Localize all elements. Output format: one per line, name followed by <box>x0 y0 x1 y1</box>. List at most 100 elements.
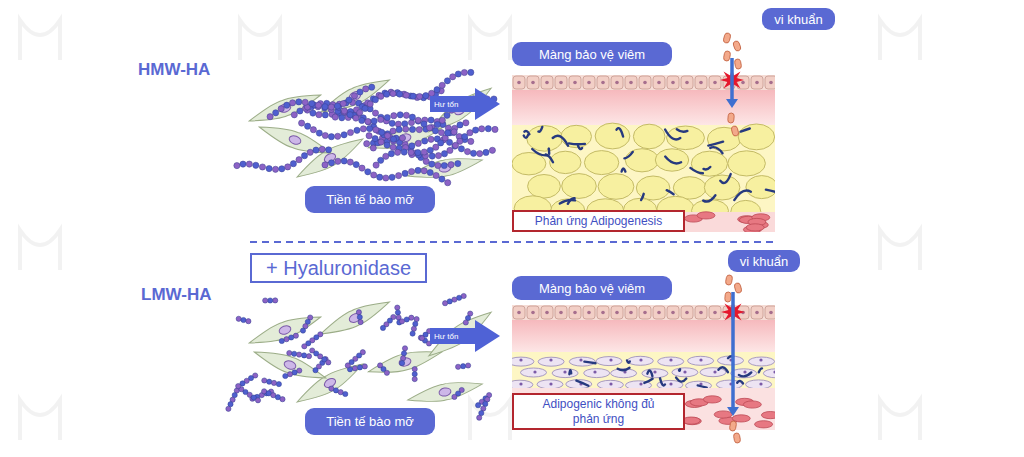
tissue-bottom <box>512 305 775 430</box>
ha-bead <box>326 360 331 365</box>
flat-cell-nucleus <box>593 370 596 373</box>
ha-bead <box>434 121 440 127</box>
ecm-fiber <box>766 190 775 194</box>
ha-bead <box>353 115 359 121</box>
bacterium <box>733 433 741 444</box>
ha-bead <box>263 298 268 303</box>
ha-bead <box>411 326 416 331</box>
hmw-fibers <box>234 69 498 185</box>
epithelial-nucleus <box>643 81 647 85</box>
ha-bead <box>412 372 417 377</box>
fat-cell <box>633 124 665 149</box>
ha-bead <box>241 317 246 322</box>
red-cell <box>761 412 775 419</box>
result-box: Adipogenic không đủ phản ứng <box>512 393 685 430</box>
ha-bead <box>390 136 396 142</box>
ha-bead <box>371 172 377 178</box>
flat-cell <box>597 380 623 389</box>
epithelial-cell <box>681 76 693 89</box>
ecm-fiber <box>644 379 652 383</box>
ha-bead <box>366 133 372 139</box>
ha-bead <box>408 120 414 126</box>
ha-bead <box>253 162 259 168</box>
ha-bead <box>433 144 439 150</box>
ha-bead <box>359 117 365 123</box>
ha-bead <box>341 158 347 164</box>
ha-bead <box>401 149 407 155</box>
flat-cell-nucleus <box>579 358 582 361</box>
flat-cell-nucleus <box>519 358 522 361</box>
ha-bead <box>362 364 367 369</box>
ha-bead <box>432 128 438 134</box>
ha-bead <box>450 74 456 80</box>
fat-cell <box>636 176 670 200</box>
ha-bead <box>300 328 305 333</box>
ha-bead <box>266 166 272 172</box>
ha-bead <box>333 388 338 393</box>
fat-cell <box>746 176 775 199</box>
precursor-cell <box>257 119 334 160</box>
ha-bead <box>347 112 353 118</box>
ecm-fiber <box>618 368 630 371</box>
ha-bead <box>412 367 417 372</box>
epithelial-cell <box>611 76 623 89</box>
ha-bead <box>390 144 396 150</box>
epithelial-nucleus <box>531 81 535 85</box>
ha-bead <box>356 310 361 315</box>
flat-cell <box>763 369 775 378</box>
ha-bead <box>455 71 461 77</box>
epithelial-nucleus <box>741 81 745 85</box>
ha-bead <box>391 113 397 119</box>
ha-bead <box>492 126 498 132</box>
ha-bead <box>395 305 400 310</box>
flat-cell-nucleus <box>549 382 552 385</box>
epithelial-cell <box>667 76 679 89</box>
ha-bead <box>372 97 378 103</box>
ecm-fiber <box>734 190 751 200</box>
precursor-cell <box>317 73 393 120</box>
ha-bead <box>236 384 241 389</box>
ha-bead <box>326 147 332 153</box>
watermark <box>20 20 920 440</box>
ha-bead <box>455 161 461 167</box>
epithelial-nucleus <box>559 311 563 315</box>
ha-bead <box>434 87 440 93</box>
bacterium <box>729 421 737 432</box>
epithelial-nucleus <box>587 81 591 85</box>
arrow-head <box>726 99 738 108</box>
ha-bead <box>445 130 451 136</box>
fat-cell <box>691 151 727 176</box>
ha-bead <box>272 166 278 172</box>
node-text: vi khuẩn <box>774 12 822 27</box>
ha-bead <box>353 162 359 168</box>
red-cell <box>743 401 761 408</box>
epithelial-nucleus <box>713 311 717 315</box>
flat-cell <box>672 368 698 377</box>
watermark-logo <box>880 400 920 440</box>
ha-bead <box>416 127 422 133</box>
ha-bead <box>273 298 278 303</box>
ha-bead <box>444 112 450 118</box>
fat-cell <box>655 149 688 171</box>
flat-cell-nucleus <box>653 370 656 373</box>
epithelial-cell <box>597 306 609 319</box>
fat-cell <box>704 175 740 200</box>
ha-bead <box>419 336 424 341</box>
bacterium <box>725 292 732 302</box>
ha-bead <box>401 356 406 361</box>
ha-bead <box>328 160 334 166</box>
ha-bead <box>399 319 404 324</box>
flat-cell <box>569 357 595 366</box>
ha-bead <box>313 147 319 153</box>
ha-bead <box>297 352 302 357</box>
ha-bead <box>473 127 479 133</box>
epithelial-nucleus <box>671 311 675 315</box>
tissue-top <box>512 75 775 232</box>
ha-bead <box>448 162 454 168</box>
ha-bead <box>445 180 451 186</box>
flat-cell-nucleus <box>639 358 642 361</box>
ha-bead <box>429 161 435 167</box>
bacterium <box>725 275 733 286</box>
ha-bead <box>297 108 303 114</box>
ha-bead <box>441 151 447 157</box>
